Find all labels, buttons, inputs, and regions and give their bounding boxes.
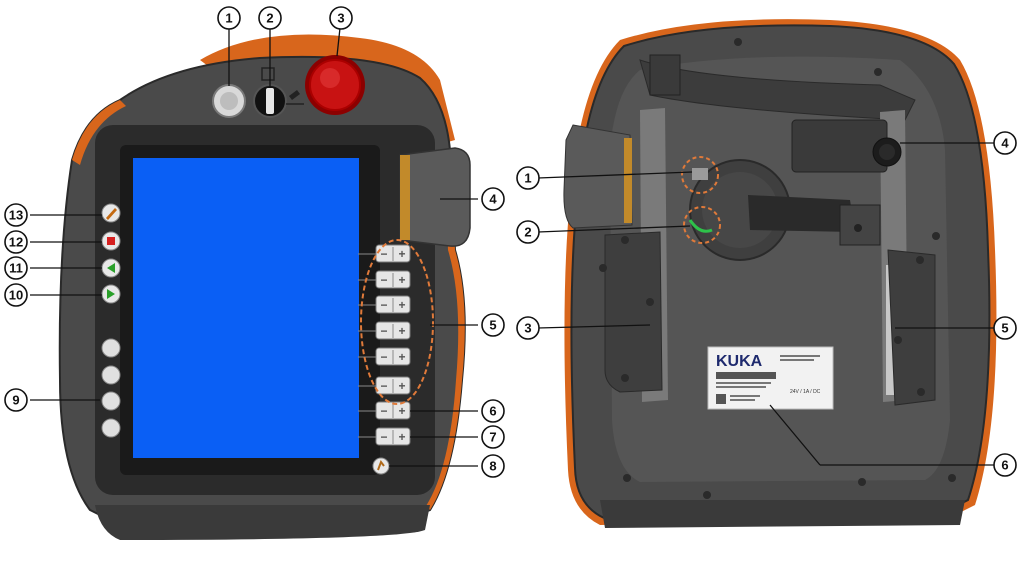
rating-plate-address-2 bbox=[780, 359, 814, 361]
front-callout-8: 8 bbox=[482, 455, 504, 477]
usb-cover-hinge bbox=[400, 155, 410, 240]
front-callout-3: 3 bbox=[330, 7, 352, 29]
rear-callout-2: 2 bbox=[517, 221, 539, 243]
front-callout-number: 6 bbox=[489, 404, 496, 419]
front-callout-4: 4 bbox=[482, 188, 504, 210]
rating-plate-brand: KUKA bbox=[716, 353, 763, 370]
front-callout-number: 1 bbox=[225, 11, 232, 26]
rear-callout-4: 4 bbox=[994, 132, 1016, 154]
rear-view: KUKA 24V / 1A / DC bbox=[564, 19, 997, 528]
rear-callout-1: 1 bbox=[517, 167, 539, 189]
front-callout-number: 7 bbox=[489, 430, 496, 445]
rear-bottom-lip bbox=[600, 500, 965, 528]
jog-plus-label: + bbox=[398, 379, 405, 393]
front-callout-9: 9 bbox=[5, 389, 27, 411]
rear-callout-number: 5 bbox=[1001, 321, 1008, 336]
front-callout-number: 12 bbox=[9, 235, 23, 250]
jog-plus-label: + bbox=[398, 350, 405, 364]
front-bottom-lip bbox=[95, 505, 430, 540]
front-callout-number: 5 bbox=[489, 318, 496, 333]
rating-plate-rating: 24V / 1A / DC bbox=[790, 389, 821, 395]
cable-clamp-screw bbox=[854, 224, 862, 232]
rear-callout-number: 3 bbox=[524, 321, 531, 336]
rear-callout-5: 5 bbox=[994, 317, 1016, 339]
jog-plus-label: + bbox=[398, 324, 405, 338]
jog-minus-label: − bbox=[380, 430, 387, 444]
status-key-2[interactable] bbox=[102, 366, 120, 384]
jog-minus-label: − bbox=[380, 350, 387, 364]
rear-handle-mount bbox=[650, 55, 680, 95]
stop-icon bbox=[107, 237, 115, 245]
status-key-4[interactable] bbox=[102, 419, 120, 437]
front-callout-number: 10 bbox=[9, 288, 23, 303]
front-view: −+−+−+−+−+−+−+−+ bbox=[60, 34, 470, 540]
front-callout-10: 10 bbox=[5, 284, 27, 306]
front-callout-number: 9 bbox=[12, 393, 19, 408]
key-switch-icon bbox=[266, 88, 274, 114]
jog-plus-label: + bbox=[398, 430, 405, 444]
front-callout-number: 4 bbox=[489, 192, 497, 207]
rear-left-grip bbox=[605, 232, 662, 392]
front-callout-number: 2 bbox=[266, 11, 273, 26]
disconnect-button-center bbox=[220, 92, 238, 110]
status-key-3[interactable] bbox=[102, 392, 120, 410]
rear-callout-number: 1 bbox=[524, 171, 531, 186]
front-callout-11: 11 bbox=[5, 257, 27, 279]
rear-callout-3: 3 bbox=[517, 317, 539, 339]
jog-minus-label: − bbox=[380, 404, 387, 418]
front-callout-2: 2 bbox=[259, 7, 281, 29]
rear-callout-6: 6 bbox=[994, 454, 1016, 476]
jog-minus-label: − bbox=[380, 298, 387, 312]
jog-minus-label: − bbox=[380, 379, 387, 393]
front-callout-number: 13 bbox=[9, 208, 23, 223]
front-callout-number: 11 bbox=[9, 261, 23, 276]
emergency-stop-highlight bbox=[320, 68, 340, 88]
front-callout-6: 6 bbox=[482, 400, 504, 422]
rear-callout-number: 4 bbox=[1001, 136, 1009, 151]
jog-plus-label: + bbox=[398, 247, 405, 261]
cable-strap bbox=[748, 195, 855, 232]
jog-plus-label: + bbox=[398, 298, 405, 312]
jog-minus-label: − bbox=[380, 324, 387, 338]
rear-callout-number: 2 bbox=[524, 225, 531, 240]
usb-port[interactable] bbox=[692, 168, 708, 180]
front-callout-13: 13 bbox=[5, 204, 27, 226]
connector-housing bbox=[792, 120, 887, 172]
rear-callout-number: 6 bbox=[1001, 458, 1008, 473]
front-callout-5: 5 bbox=[482, 314, 504, 336]
rear-usb-hinge bbox=[624, 138, 632, 223]
touch-display[interactable] bbox=[133, 158, 359, 458]
rating-plate-address bbox=[780, 355, 820, 357]
front-callout-12: 12 bbox=[5, 231, 27, 253]
jog-plus-label: + bbox=[398, 273, 405, 287]
front-callout-number: 8 bbox=[489, 459, 496, 474]
status-key-1[interactable] bbox=[102, 339, 120, 357]
front-callout-number: 3 bbox=[337, 11, 344, 26]
jog-plus-label: + bbox=[398, 404, 405, 418]
jog-minus-label: − bbox=[380, 273, 387, 287]
smartpad-cable-connector-inner bbox=[879, 144, 895, 160]
front-callout-7: 7 bbox=[482, 426, 504, 448]
usb-cover bbox=[400, 148, 470, 246]
jog-minus-label: − bbox=[380, 247, 387, 261]
front-callout-1: 1 bbox=[218, 7, 240, 29]
